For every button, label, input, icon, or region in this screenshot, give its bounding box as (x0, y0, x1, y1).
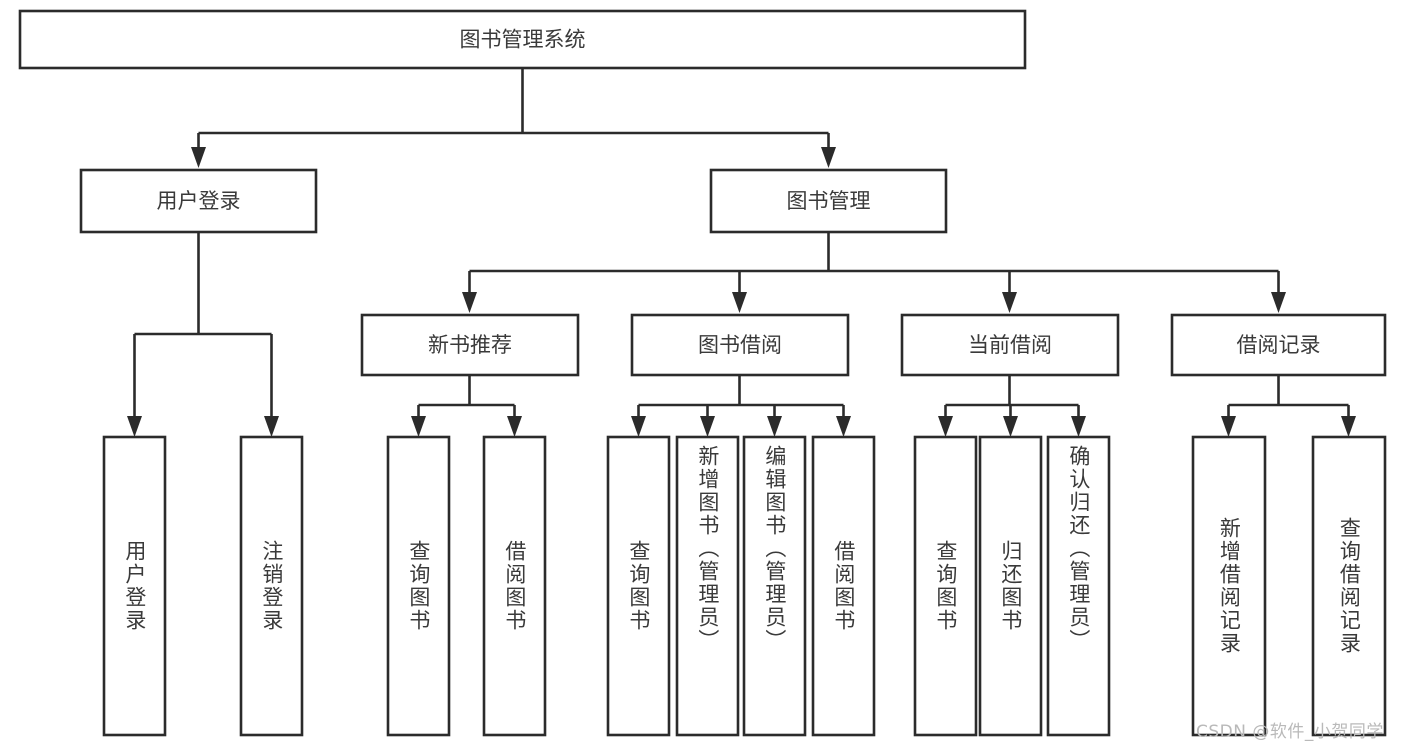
arrow-head-icon (411, 416, 426, 437)
arrow-head-icon (1002, 292, 1017, 313)
arrow-head-icon (732, 292, 747, 313)
leaf-box-leaf-borrow-book-2[interactable] (811, 435, 876, 737)
node-label-book-borrow: 图书借阅 (698, 333, 782, 357)
leaf-box-leaf-confirm-return[interactable] (1046, 435, 1111, 737)
arrow-head-icon (821, 147, 836, 168)
leaf-box-leaf-edit-book[interactable] (742, 435, 807, 737)
leaf-box-leaf-logout[interactable] (239, 435, 304, 737)
leaf-box-leaf-query-record[interactable] (1311, 435, 1387, 737)
arrow-head-icon (700, 416, 715, 437)
arrow-heads (127, 147, 1356, 437)
leaf-box-leaf-add-book[interactable] (675, 435, 740, 737)
node-label-root: 图书管理系统 (460, 28, 586, 52)
arrow-head-icon (1221, 416, 1236, 437)
node-label-user-login: 用户登录 (157, 189, 241, 213)
node-box-current-borrow[interactable] (900, 313, 1120, 377)
node-box-user-login[interactable] (79, 168, 318, 234)
node-box-book-management[interactable] (709, 168, 948, 234)
node-label-borrow-record: 借阅记录 (1237, 333, 1321, 357)
node-boxes (18, 9, 1387, 737)
arrow-head-icon (767, 416, 782, 437)
arrow-head-icon (264, 416, 279, 437)
csdn-watermark: CSDN @软件_小贺同学 (1196, 722, 1384, 742)
leaf-box-leaf-borrow-book-1[interactable] (482, 435, 547, 737)
leaf-box-leaf-query-book-1[interactable] (386, 435, 451, 737)
node-box-borrow-record[interactable] (1170, 313, 1387, 377)
leaf-box-leaf-user-login[interactable] (102, 435, 167, 737)
arrow-head-icon (631, 416, 646, 437)
arrow-head-icon (938, 416, 953, 437)
node-label-book-management: 图书管理 (787, 189, 871, 213)
node-label-current-borrow: 当前借阅 (968, 333, 1052, 357)
leaf-box-leaf-query-book-3[interactable] (913, 435, 978, 737)
arrow-head-icon (1271, 292, 1286, 313)
arrow-head-icon (836, 416, 851, 437)
leaf-box-leaf-return-book[interactable] (978, 435, 1043, 737)
node-box-new-book-recommend[interactable] (360, 313, 580, 377)
node-label-new-book-recommend: 新书推荐 (428, 333, 512, 357)
node-box-root[interactable] (18, 9, 1027, 70)
arrow-head-icon (462, 292, 477, 313)
arrow-head-icon (127, 416, 142, 437)
arrow-head-icon (1341, 416, 1356, 437)
node-box-book-borrow[interactable] (630, 313, 850, 377)
arrow-head-icon (507, 416, 522, 437)
arrow-head-icon (1071, 416, 1086, 437)
leaf-box-leaf-add-record[interactable] (1191, 435, 1267, 737)
leaf-box-leaf-query-book-2[interactable] (606, 435, 671, 737)
arrow-head-icon (1003, 416, 1018, 437)
arrow-head-icon (191, 147, 206, 168)
